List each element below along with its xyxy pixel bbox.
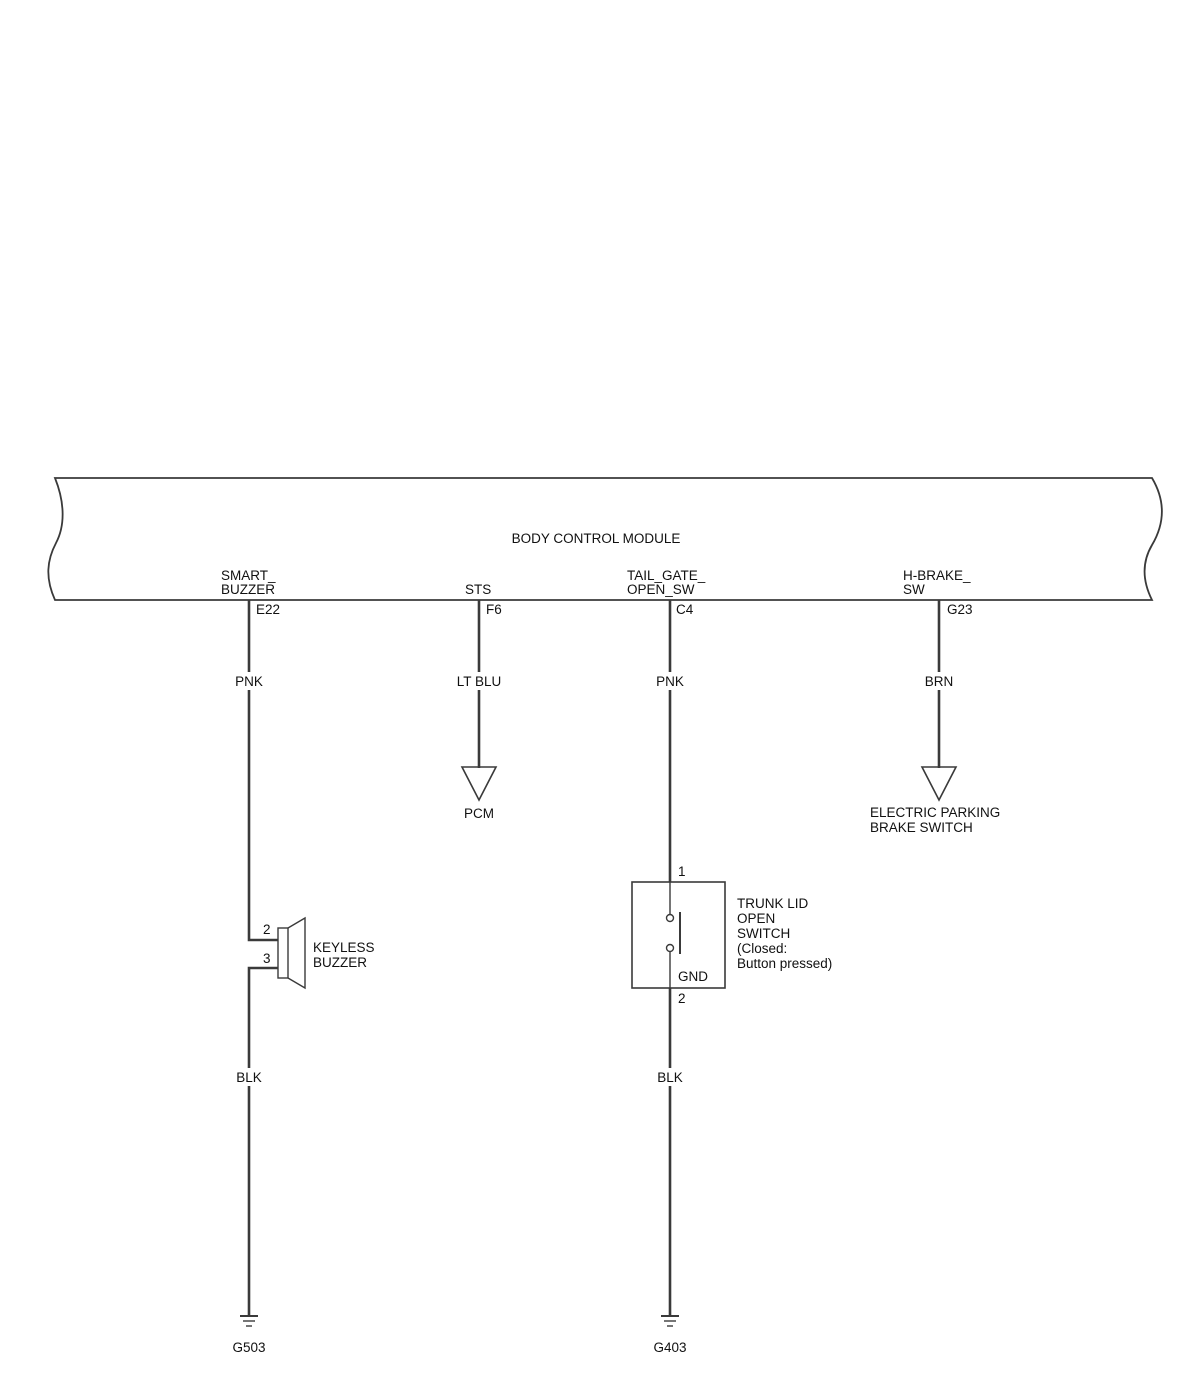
pcm-arrow xyxy=(460,766,498,802)
epb-arrow xyxy=(920,766,958,802)
pin-name-h-brake-2: SW xyxy=(903,582,925,597)
keyless-buzzer-symbol xyxy=(277,916,306,990)
pin-name-sts: STS xyxy=(465,582,491,597)
pin-name-smart-buzzer-1: SMART_ xyxy=(221,568,276,583)
switch-label-3: SWITCH xyxy=(737,926,790,941)
pin-number-c4: C4 xyxy=(676,602,694,617)
buzzer-label-1: KEYLESS xyxy=(313,940,375,955)
ground-label-g503: G503 xyxy=(232,1340,265,1355)
wire-color-pnk-2: PNK xyxy=(656,674,684,689)
pin-name-smart-buzzer-2: BUZZER xyxy=(221,582,275,597)
module-title: BODY CONTROL MODULE xyxy=(512,531,681,546)
switch-gnd-label: GND xyxy=(678,969,708,984)
pin-number-e22: E22 xyxy=(256,602,280,617)
buzzer-pin-2: 2 xyxy=(263,922,271,937)
pin-name-h-brake-1: H-BRAKE_ xyxy=(903,568,971,583)
buzzer-label-2: BUZZER xyxy=(313,955,367,970)
epb-label-1: ELECTRIC PARKING xyxy=(870,805,1000,820)
wire-blk-buzzer-ground xyxy=(247,966,278,1315)
wire-color-blk-2: BLK xyxy=(657,1070,683,1085)
wire-color-pnk-1: PNK xyxy=(235,674,263,689)
pin-name-tail-gate-2: OPEN_SW xyxy=(627,582,695,597)
ground-g503-symbol xyxy=(240,1315,258,1327)
switch-label-5: Button pressed) xyxy=(737,956,832,971)
switch-label-1: TRUNK LID xyxy=(737,896,809,911)
pin-name-tail-gate-1: TAIL_GATE_ xyxy=(627,568,706,583)
wire-color-blk-1: BLK xyxy=(236,1070,262,1085)
ground-label-g403: G403 xyxy=(653,1340,686,1355)
trunk-lid-switch-symbol xyxy=(631,881,726,989)
wire-pnk-e22 xyxy=(247,600,278,942)
switch-pin-1: 1 xyxy=(678,864,686,879)
pin-number-g23: G23 xyxy=(947,602,973,617)
epb-label-2: BRAKE SWITCH xyxy=(870,820,973,835)
ground-g403-symbol xyxy=(661,1315,679,1327)
pin-number-f6: F6 xyxy=(486,602,502,617)
switch-label-4: (Closed: xyxy=(737,941,787,956)
wire-color-brn: BRN xyxy=(925,674,954,689)
wire-color-lt-blu: LT BLU xyxy=(457,674,502,689)
body-control-module-box xyxy=(47,477,1163,601)
switch-pin-2: 2 xyxy=(678,991,686,1006)
pcm-label: PCM xyxy=(464,806,494,821)
switch-label-2: OPEN xyxy=(737,911,775,926)
buzzer-pin-3: 3 xyxy=(263,951,271,966)
